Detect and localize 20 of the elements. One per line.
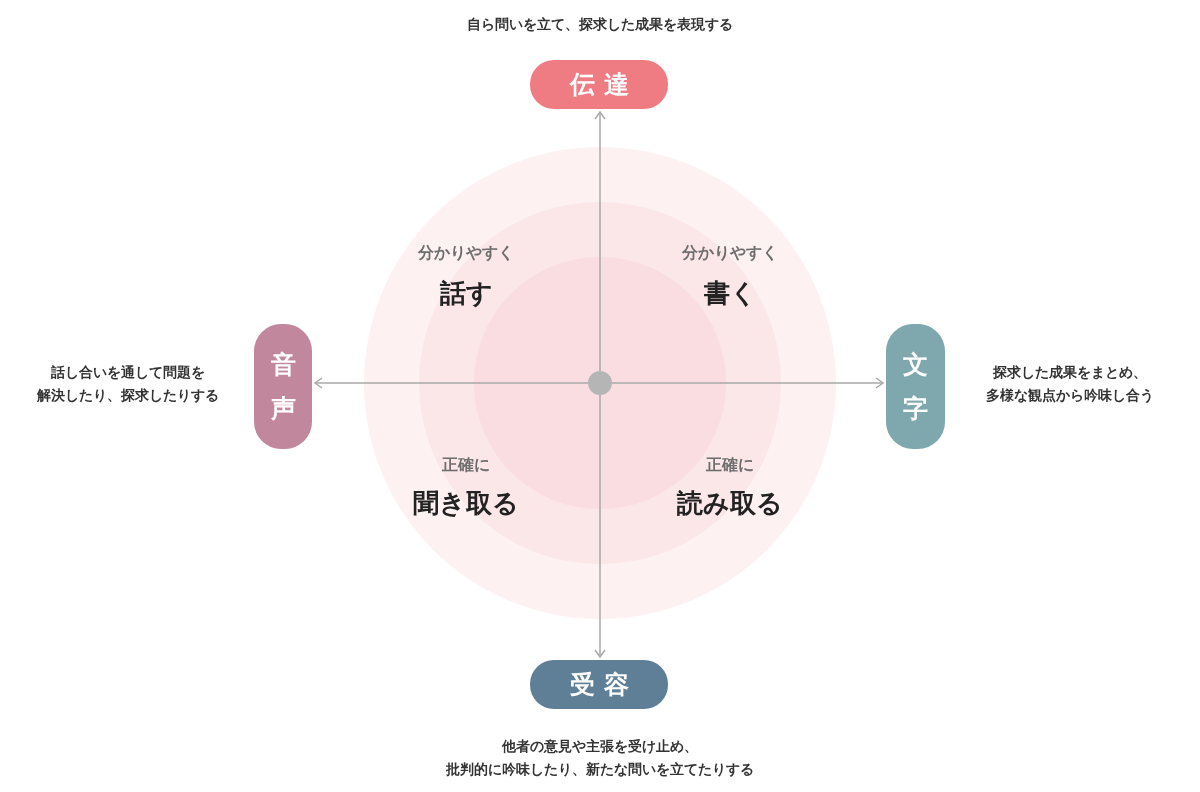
quadrant-heading: 話す <box>439 277 493 310</box>
pill-label: 受容 <box>530 660 668 709</box>
arrow <box>594 394 606 658</box>
quadrant-subtitle: 分かりやすく <box>418 243 514 263</box>
pill-label: 文字 <box>886 324 945 449</box>
description-text: 自ら問いを立て、探求した成果を表現する <box>467 15 733 34</box>
pill-label: 伝達 <box>530 60 668 109</box>
quadrant-heading: 読み取る <box>677 487 783 520</box>
description-text: 他者の意見や主張を受け止め、批判的に吟味したり、新たな問いを立てたりする <box>446 737 754 779</box>
quadrant-subtitle: 正確に <box>706 455 754 475</box>
description-text: 話し合いを通して問題を解決したり、探求したりする <box>37 363 219 405</box>
quadrant-heading: 書く <box>703 277 757 310</box>
description-text: 探求した成果をまとめ、多様な観点から吟味し合う <box>986 363 1154 405</box>
quadrant-subtitle: 正確に <box>442 455 490 475</box>
arrow <box>611 377 884 389</box>
arrow <box>314 377 589 389</box>
quadrant-subtitle: 分かりやすく <box>682 243 778 263</box>
quadrant-heading: 聞き取る <box>413 487 519 520</box>
pill-label: 音声 <box>254 324 312 449</box>
arrow <box>594 111 606 372</box>
